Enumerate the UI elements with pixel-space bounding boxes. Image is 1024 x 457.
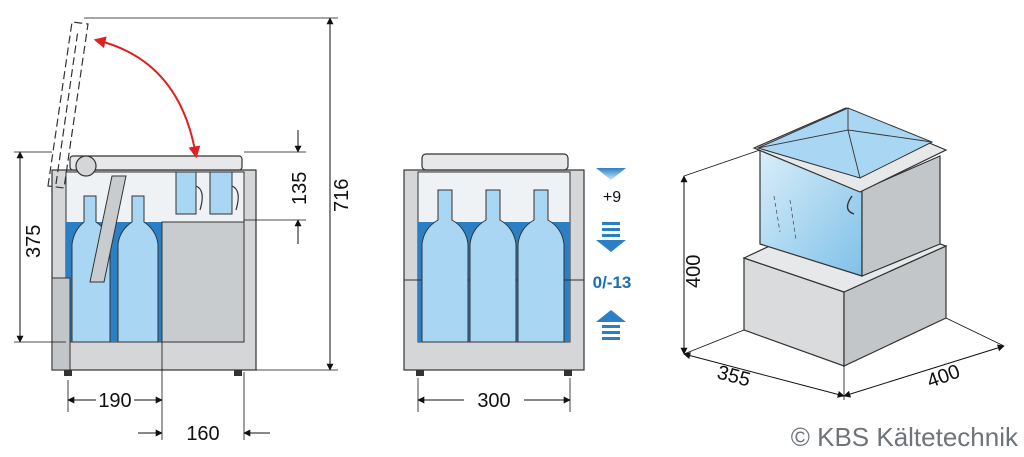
front-bottle-3 [517,189,565,343]
iso-tank-side [861,155,941,277]
side-lid-open-outline [47,21,89,189]
dim-iso-400-width-ext [945,317,1005,347]
temp-arrow-top [596,168,626,180]
isometric-view: 400 355 400 [680,107,1005,400]
side-foot-right [234,370,242,376]
dim-iso-400-width-line [843,344,1005,398]
side-bottle-2 [117,195,159,343]
temp-upper-label: +9 [603,189,621,206]
lid-rotation-arrow [93,36,201,159]
side-view: 375 135 716 190 160 [14,17,353,445]
dim-side-bottle-width: 190 [98,390,131,412]
dim-iso-height: 400 [683,255,705,288]
dim-front-width: 300 [477,390,510,412]
copyright-notice: © KBS Kältetechnik [791,422,1019,452]
dim-iso-400-ext-bottom [683,329,745,355]
dim-side-interior-height: 375 [23,225,45,258]
dim-iso-355-line [683,352,845,398]
side-hinge [75,155,97,177]
dim-iso-depth: 355 [715,362,753,392]
dim-side-total-height: 716 [331,179,353,212]
side-step [51,277,71,371]
dim-side-lid-height: 135 [289,172,311,205]
front-foot-left [416,370,424,376]
front-bottle-2 [469,189,517,343]
side-jug-1-handle [195,185,203,211]
side-foot-left [64,370,72,376]
temperature-indicator: +9 0/-13 [593,168,632,340]
iso-bottle-hints [773,195,797,241]
front-foot-right [564,370,572,376]
temp-arrow-up-icon [596,310,626,340]
side-storage-bin [161,221,245,343]
side-jugs [175,171,239,215]
temp-arrow-down-icon [596,222,626,252]
iso-lid-ridges [757,108,933,179]
front-bottles [421,189,565,343]
front-view: 300 +9 0/-13 [403,153,632,412]
side-jug-2 [209,171,233,215]
side-jug-2-handle [231,185,239,211]
temp-lower-label: 0/-13 [593,273,632,292]
iso-handle [846,195,855,215]
side-jug-1 [175,171,197,215]
front-bottle-1 [421,189,469,343]
front-lid [421,153,569,171]
dim-side-bin-width: 160 [186,423,219,445]
dim-iso-width: 400 [924,361,963,393]
dim-iso-400-ext-top [683,149,761,177]
side-divider [89,175,127,283]
